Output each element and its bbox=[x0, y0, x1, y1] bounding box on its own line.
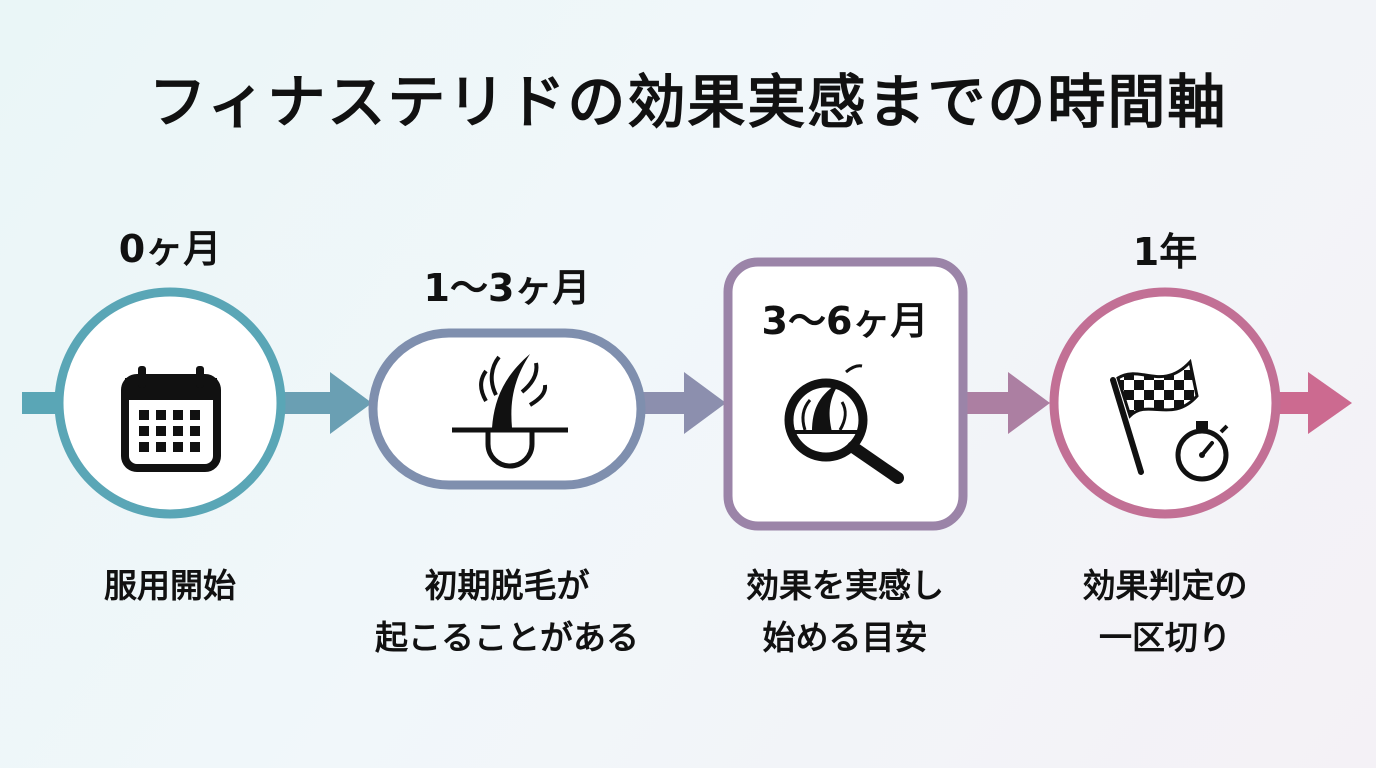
step-4-time-label: 1年 bbox=[1132, 230, 1198, 274]
flow-arrows bbox=[22, 372, 1352, 434]
arrow-1-to-2 bbox=[282, 372, 372, 434]
step-1-description: 服用開始 bbox=[40, 560, 300, 612]
step-node-1 bbox=[54, 287, 286, 519]
step-3-time-label: 3〜6ヶ月 bbox=[761, 299, 929, 343]
step-node-3 bbox=[723, 257, 968, 531]
diagram-title: フィナステリドの効果実感までの時間軸 bbox=[148, 68, 1228, 136]
step-4-description: 効果判定の 一区切り bbox=[1035, 560, 1295, 664]
magnifier-hair-icon bbox=[784, 364, 904, 484]
step-node-4 bbox=[1049, 287, 1281, 519]
calendar-icon bbox=[121, 366, 221, 472]
step-4-description-line-2: 一区切り bbox=[1099, 618, 1231, 657]
step-2-description: 初期脱毛が 起こることがある bbox=[337, 560, 677, 664]
checkered-flag-stopwatch-icon bbox=[1110, 358, 1229, 482]
step-1-time-label: 0ヶ月 bbox=[118, 227, 222, 271]
step-4-description-line-1: 効果判定の bbox=[1082, 566, 1248, 605]
step-3-description: 効果を実感し 始める目安 bbox=[695, 560, 995, 664]
step-2-time-label: 1〜3ヶ月 bbox=[423, 266, 591, 310]
step-3-description-line-1: 効果を実感し bbox=[746, 566, 944, 605]
arrow-end bbox=[1278, 372, 1352, 434]
step-1-description-line-1: 服用開始 bbox=[104, 566, 236, 605]
flow-segment-start bbox=[22, 392, 60, 414]
step-2-description-line-1: 初期脱毛が bbox=[424, 566, 590, 605]
arrow-2-to-3 bbox=[640, 372, 726, 434]
step-3-description-line-2: 始める目安 bbox=[762, 618, 928, 657]
hair-follicle-icon bbox=[452, 354, 568, 469]
step-node-2 bbox=[368, 328, 646, 490]
arrow-3-to-4 bbox=[964, 372, 1050, 434]
step-2-description-line-2: 起こることがある bbox=[375, 618, 639, 657]
